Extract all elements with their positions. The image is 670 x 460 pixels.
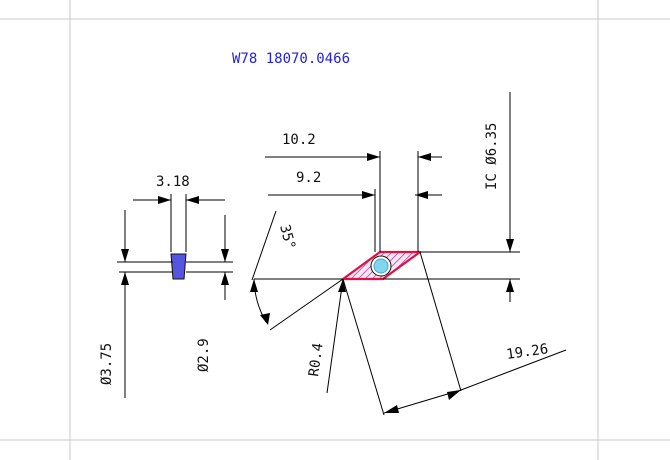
arrowhead — [415, 191, 428, 199]
arrowhead — [506, 279, 514, 292]
dim-label-102: 10.2 — [282, 132, 316, 148]
arrowhead — [250, 279, 258, 292]
arrowhead — [121, 249, 129, 262]
dimension-angle-35 — [251, 210, 344, 331]
side-view: 3.18 Ø3.75 Ø2.9 — [99, 174, 233, 398]
dim-label-dia-375: Ø3.75 — [99, 343, 115, 385]
arrowhead — [418, 153, 431, 161]
side-view-insert — [170, 253, 187, 280]
dim-label-1926: 19.26 — [505, 341, 549, 363]
arrowhead — [447, 390, 461, 400]
dim-label-35-deg: 35° — [276, 223, 298, 252]
top-view: 10.2 9.2 IC Ø6.35 35° — [250, 92, 567, 416]
arrowhead — [186, 196, 199, 204]
arrowhead — [221, 249, 229, 262]
arrowhead — [260, 313, 270, 325]
arrowhead — [158, 196, 171, 204]
dimension-ic-635 — [383, 92, 520, 302]
arrowhead — [367, 153, 380, 161]
dim-label-ic-635: IC Ø6.35 — [484, 123, 500, 190]
dimension-radius-r04 — [326, 278, 344, 394]
dim-label-dia-29: Ø2.9 — [196, 338, 212, 372]
arrowhead — [338, 279, 346, 292]
dim-label-r04: R0.4 — [306, 342, 327, 378]
dimension-width-318 — [133, 194, 225, 252]
insert-center-hole-inner — [373, 258, 389, 274]
part-number-title: W78 18070.0466 — [232, 51, 350, 67]
arrowhead — [121, 272, 129, 285]
arrowhead — [362, 191, 375, 199]
arrowhead — [384, 405, 399, 413]
dim-label-318: 3.18 — [156, 174, 190, 190]
dim-label-92: 9.2 — [296, 170, 321, 186]
arrowhead — [506, 239, 514, 252]
arrowhead — [221, 272, 229, 285]
